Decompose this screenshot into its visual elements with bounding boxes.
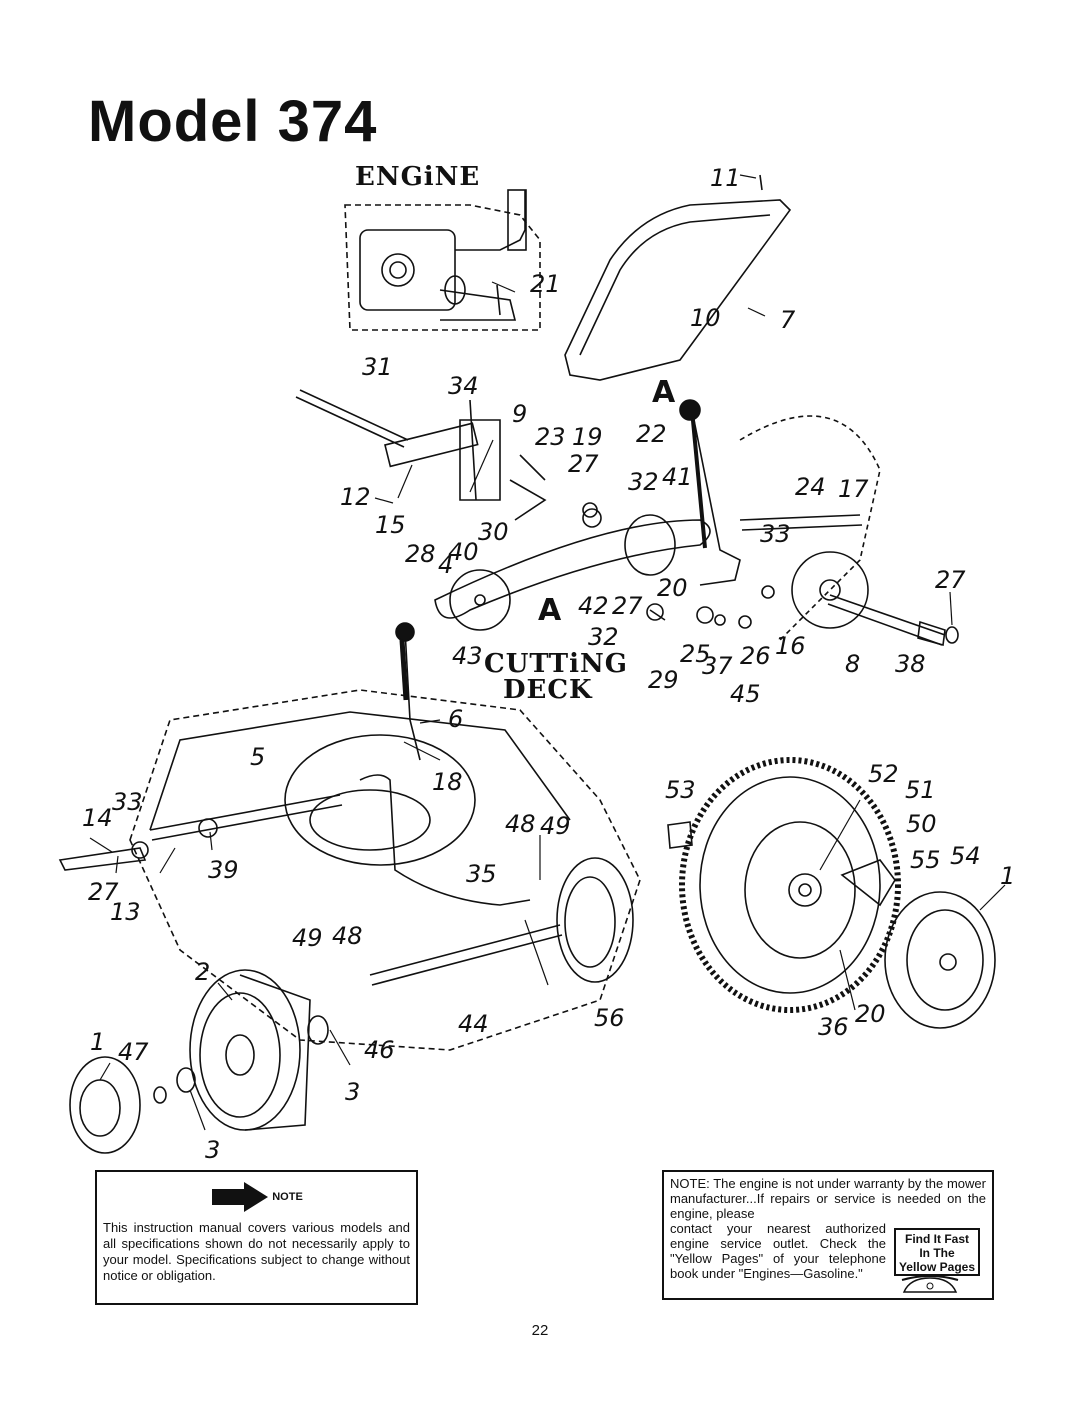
part-label: 42 — [578, 592, 609, 620]
part-label: 49 — [540, 812, 571, 840]
part-label: 17 — [838, 475, 869, 503]
belt-cover-illustration — [564, 174, 792, 381]
yellow-pages-badge: Find It Fast In The Yellow Pages — [890, 1228, 986, 1294]
right-arrow-icon — [212, 1182, 269, 1212]
part-label: 19 — [572, 423, 603, 451]
part-label: 27 — [568, 450, 599, 478]
part-label: 1 — [90, 1028, 105, 1056]
part-label: 48 — [332, 922, 363, 950]
rear-wheel-illustration — [667, 757, 996, 1029]
leader-lines — [89, 174, 1006, 1131]
part-label: 2 — [195, 958, 210, 986]
cutting-deck-label-line2: DECK — [503, 675, 593, 705]
part-label: 54 — [950, 842, 981, 870]
part-label: 27 — [612, 592, 643, 620]
part-label: 45 — [730, 680, 761, 708]
part-label: 22 — [636, 420, 667, 448]
part-label: 46 — [364, 1036, 395, 1064]
callout-a-bottom: A — [538, 593, 562, 628]
drive-assembly-illustration — [295, 389, 959, 647]
part-label: 16 — [775, 632, 806, 660]
part-label: 53 — [665, 776, 696, 804]
part-label: 40 — [448, 538, 479, 566]
part-label: 4 — [438, 551, 453, 579]
cutting-deck-illustration — [58, 622, 641, 1051]
part-label: 23 — [535, 423, 566, 451]
part-label: 15 — [375, 511, 406, 539]
telephone-icon — [901, 1275, 959, 1293]
part-label: 36 — [818, 1013, 849, 1041]
part-label: 37 — [702, 652, 733, 680]
part-label: 20 — [855, 1000, 886, 1028]
part-label: 38 — [895, 650, 926, 678]
badge-line-1: Find It Fast — [905, 1232, 969, 1246]
part-label: 27 — [88, 878, 119, 906]
part-label: 35 — [466, 860, 497, 888]
part-label: 26 — [740, 642, 771, 670]
warranty-text-wrap: contact your nearest authorized engine s… — [670, 1221, 886, 1281]
part-label: 41 — [662, 463, 693, 491]
engine-illustration — [344, 189, 541, 331]
part-label: 30 — [478, 518, 509, 546]
part-label: 21 — [530, 270, 561, 298]
part-label: 32 — [628, 468, 659, 496]
note-heading: NOTE — [272, 1191, 303, 1203]
page-title: Model 374 — [88, 89, 378, 154]
front-wheel-illustration — [69, 857, 634, 1154]
part-label: 5 — [250, 743, 265, 771]
note-box: NOTE This instruction manual covers vari… — [95, 1170, 418, 1305]
part-label: 39 — [208, 856, 239, 884]
part-label: 11 — [710, 164, 741, 192]
part-label: 55 — [910, 846, 941, 874]
part-label: 49 — [292, 924, 323, 952]
part-label: 43 — [452, 642, 483, 670]
part-label: 50 — [906, 810, 937, 838]
part-label: 48 — [505, 810, 536, 838]
part-label: 47 — [118, 1038, 149, 1066]
part-label: 52 — [868, 760, 899, 788]
page-number: 22 — [531, 1322, 549, 1339]
note-text: This instruction manual covers various m… — [103, 1220, 410, 1283]
engine-label: ENGiNE — [355, 162, 480, 192]
cutting-deck-label-line1: CUTTiNG — [484, 649, 628, 679]
part-label: 34 — [448, 372, 479, 400]
part-label: 56 — [594, 1004, 625, 1032]
note-header: NOTE — [103, 1180, 410, 1214]
part-label: 33 — [760, 520, 791, 548]
part-label: 6 — [448, 705, 463, 733]
yellow-pages-book: Find It Fast In The Yellow Pages — [894, 1228, 980, 1276]
warranty-box: NOTE: The engine is not under warranty b… — [662, 1170, 994, 1300]
part-label: 3 — [345, 1078, 360, 1106]
part-label: 28 — [405, 540, 436, 568]
part-label: 7 — [780, 306, 796, 334]
part-label: 12 — [340, 483, 371, 511]
callout-a-top: A — [652, 375, 676, 410]
part-label: 20 — [657, 574, 688, 602]
badge-line-3: Yellow Pages — [898, 1260, 976, 1274]
part-label: 33 — [112, 788, 143, 816]
part-label: 27 — [935, 566, 966, 594]
part-label: 1 — [1000, 862, 1015, 890]
parts-diagram: ENGiNE CUTTiNG DECK A A 11 21 10 7 31 34… — [58, 162, 1015, 1160]
part-label: 10 — [690, 304, 721, 332]
part-label: 13 — [110, 898, 141, 926]
part-label: 51 — [905, 776, 936, 804]
part-label: 32 — [588, 623, 619, 651]
part-label: 3 — [205, 1136, 220, 1160]
badge-line-2: In The — [919, 1246, 955, 1260]
part-label: 25 — [680, 640, 711, 668]
part-label: 18 — [432, 768, 463, 796]
part-label: 24 — [795, 473, 826, 501]
part-label: 14 — [82, 804, 113, 832]
part-label: 31 — [362, 353, 393, 381]
part-label: 29 — [648, 666, 679, 694]
part-label: 44 — [458, 1010, 489, 1038]
warranty-text-top: NOTE: The engine is not under warranty b… — [670, 1176, 986, 1221]
part-label: 9 — [512, 400, 527, 428]
part-label: 8 — [845, 650, 860, 678]
